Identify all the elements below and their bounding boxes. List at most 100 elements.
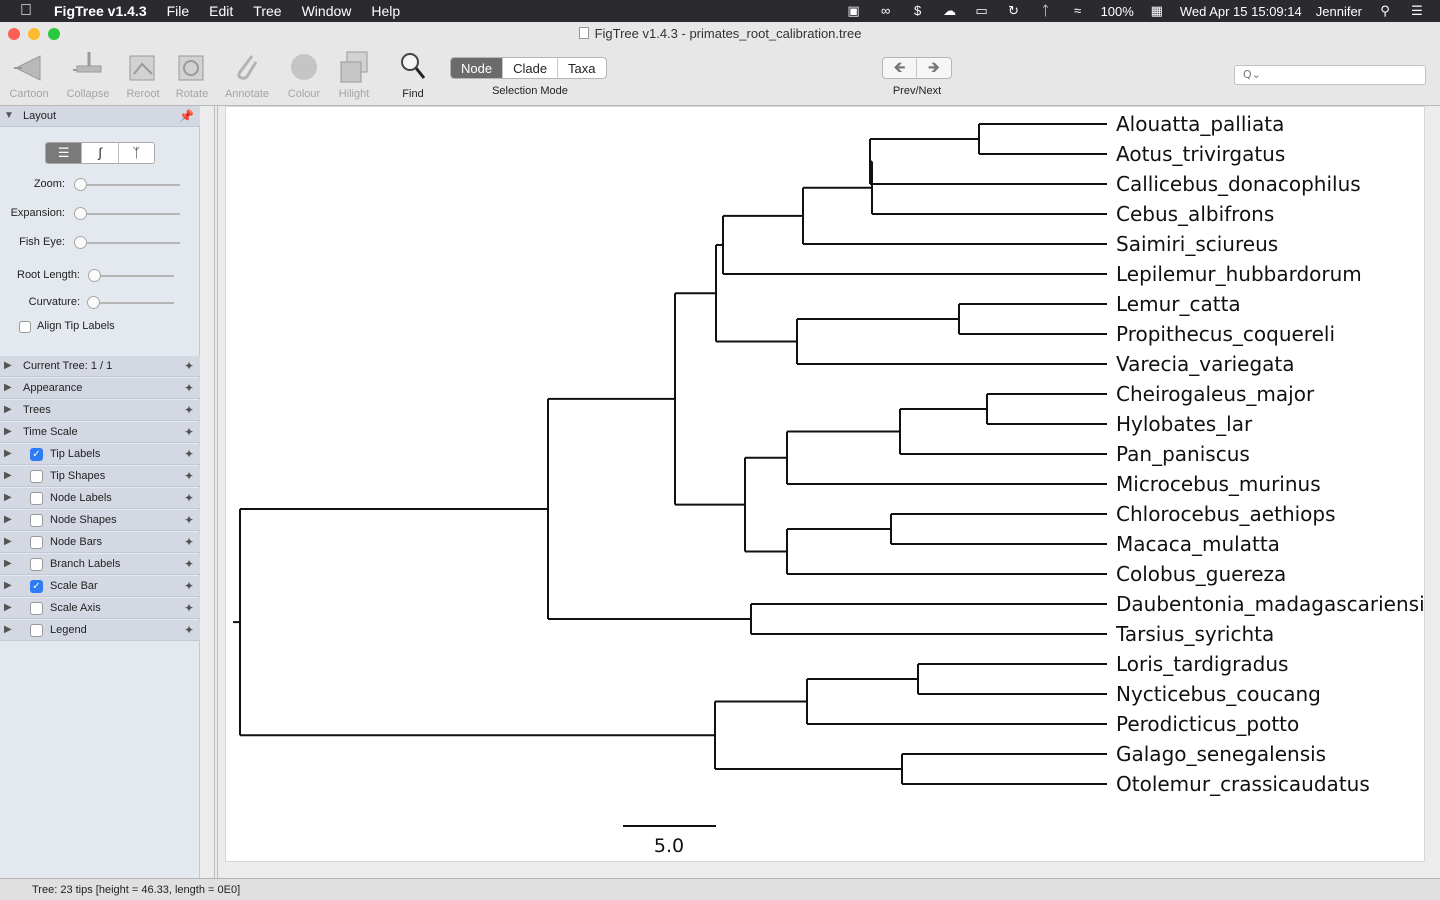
- disclosure-open-icon[interactable]: ▼: [4, 110, 14, 121]
- panel-scale-axis[interactable]: ▶Scale Axis✦: [0, 598, 200, 619]
- phylogenetic-tree[interactable]: Alouatta_palliataAotus_trivirgatusCallic…: [225, 106, 1425, 862]
- branch-labels-checkbox[interactable]: [30, 558, 43, 571]
- root-length-slider-knob[interactable]: [88, 269, 101, 282]
- tip-label[interactable]: Lepilemur_hubbardorum: [1116, 262, 1362, 286]
- menu-file[interactable]: File: [166, 3, 190, 19]
- dollar-icon[interactable]: $: [913, 3, 922, 18]
- tip-labels-checkbox[interactable]: ✓: [30, 448, 43, 461]
- tip-label[interactable]: Callicebus_donacophilus: [1116, 172, 1361, 196]
- window-minimize-button[interactable]: [28, 28, 40, 40]
- rectangular-layout-icon[interactable]: ☰: [46, 143, 82, 163]
- tip-label[interactable]: Macaca_mulatta: [1116, 532, 1280, 556]
- disclosure-closed-icon[interactable]: ▶: [4, 492, 12, 503]
- align-tip-labels-checkbox[interactable]: [19, 321, 31, 333]
- selection-mode-node[interactable]: Node: [451, 58, 503, 78]
- cartoon-button[interactable]: Cartoon: [1, 50, 57, 100]
- radial-layout-icon[interactable]: ᛉ: [117, 143, 154, 163]
- menu-help[interactable]: Help: [371, 3, 401, 19]
- prev-arrow-icon[interactable]: 🡸: [883, 58, 917, 78]
- tip-label[interactable]: Galago_senegalensis: [1116, 742, 1326, 766]
- pin-icon[interactable]: ✦: [183, 381, 194, 395]
- tip-label[interactable]: Saimiri_sciureus: [1116, 232, 1278, 256]
- app-menu[interactable]: FigTree v1.4.3: [54, 3, 147, 19]
- node-shapes-checkbox[interactable]: [30, 514, 43, 527]
- collapse-button[interactable]: Collapse: [60, 50, 116, 100]
- reroot-button[interactable]: Reroot: [115, 50, 171, 100]
- tip-label[interactable]: Nycticebus_coucang: [1116, 682, 1321, 706]
- bluetooth-icon[interactable]: ᛏ: [1041, 3, 1050, 18]
- disclosure-closed-icon[interactable]: ▶: [4, 580, 12, 591]
- rotate-button[interactable]: Rotate: [164, 50, 220, 100]
- window-close-button[interactable]: [8, 28, 20, 40]
- find-button[interactable]: Find: [385, 50, 441, 100]
- expansion-slider-knob[interactable]: [74, 207, 87, 220]
- tip-label[interactable]: Lemur_catta: [1116, 292, 1241, 316]
- tip-label[interactable]: Hylobates_lar: [1116, 412, 1253, 436]
- disclosure-closed-icon[interactable]: ▶: [4, 360, 12, 371]
- tip-label[interactable]: Alouatta_palliata: [1116, 112, 1284, 136]
- creative-cloud-icon[interactable]: ∞: [880, 3, 891, 18]
- disclosure-closed-icon[interactable]: ▶: [4, 514, 12, 525]
- disclosure-closed-icon[interactable]: ▶: [4, 558, 12, 569]
- panel-node-labels[interactable]: ▶Node Labels✦: [0, 488, 200, 509]
- colour-button[interactable]: Colour: [276, 50, 332, 100]
- clock[interactable]: Wed Apr 15 15:09:14: [1179, 3, 1302, 19]
- expansion-slider[interactable]: [80, 213, 180, 215]
- node-labels-checkbox[interactable]: [30, 492, 43, 505]
- panel-branch-labels[interactable]: ▶Branch Labels✦: [0, 554, 200, 575]
- battery-percent[interactable]: 100%: [1100, 3, 1134, 19]
- tip-label[interactable]: Cheirogaleus_major: [1116, 382, 1315, 406]
- disclosure-closed-icon[interactable]: ▶: [4, 382, 12, 393]
- fish-eye-slider[interactable]: [80, 242, 180, 244]
- panel-legend[interactable]: ▶Legend✦: [0, 620, 200, 641]
- panel-trees[interactable]: ▶Trees✦: [0, 400, 200, 421]
- annotate-button[interactable]: Annotate: [219, 50, 275, 100]
- zoom-slider-knob[interactable]: [74, 178, 87, 191]
- tip-label[interactable]: Aotus_trivirgatus: [1116, 142, 1285, 166]
- panel-time-scale[interactable]: ▶Time Scale✦: [0, 422, 200, 443]
- apple-menu-icon[interactable]: : [20, 0, 40, 22]
- disclosure-closed-icon[interactable]: ▶: [4, 448, 12, 459]
- airplay-icon[interactable]: ▭: [975, 3, 988, 18]
- scale-axis-checkbox[interactable]: [30, 602, 43, 615]
- pin-icon[interactable]: ✦: [183, 447, 194, 461]
- next-arrow-icon[interactable]: 🡺: [927, 59, 941, 76]
- cloud-upload-icon[interactable]: ☁: [943, 3, 957, 18]
- tip-label[interactable]: Propithecus_coquereli: [1116, 322, 1335, 346]
- tip-label[interactable]: Microcebus_murinus: [1116, 472, 1321, 496]
- battery-icon[interactable]: ▦: [1150, 3, 1163, 18]
- search-input[interactable]: Q⌄: [1234, 65, 1426, 85]
- tip-shapes-checkbox[interactable]: [30, 470, 43, 483]
- pin-icon[interactable]: ✦: [183, 469, 194, 483]
- menu-edit[interactable]: Edit: [209, 3, 234, 19]
- user-menu[interactable]: Jennifer: [1315, 3, 1362, 19]
- tip-label[interactable]: Perodicticus_potto: [1116, 712, 1299, 736]
- tip-label[interactable]: Otolemur_crassicaudatus: [1116, 772, 1370, 796]
- time-machine-icon[interactable]: ↻: [1008, 3, 1020, 18]
- legend-checkbox[interactable]: [30, 624, 43, 637]
- hilight-button[interactable]: Hilight: [326, 50, 382, 100]
- panel-tip-shapes[interactable]: ▶Tip Shapes✦: [0, 466, 200, 487]
- spotlight-icon[interactable]: ⚲: [1380, 3, 1390, 18]
- disclosure-closed-icon[interactable]: ▶: [4, 470, 12, 481]
- tip-label[interactable]: Daubentonia_madagascariensis: [1116, 592, 1425, 616]
- selection-mode-clade[interactable]: Clade: [502, 58, 557, 78]
- pin-icon[interactable]: ✦: [183, 403, 194, 417]
- selection-mode-taxa[interactable]: Taxa: [557, 58, 605, 78]
- curvature-slider[interactable]: [94, 302, 174, 304]
- disclosure-closed-icon[interactable]: ▶: [4, 624, 12, 635]
- panel-splitter[interactable]: [214, 106, 218, 878]
- window-zoom-button[interactable]: [48, 28, 60, 40]
- wifi-icon[interactable]: ≈: [1074, 3, 1082, 18]
- zoom-icon[interactable]: ▣: [847, 3, 860, 18]
- pin-icon[interactable]: ✦: [183, 425, 194, 439]
- panel-appearance[interactable]: ▶Appearance✦: [0, 378, 200, 399]
- notification-center-icon[interactable]: ☰: [1411, 3, 1423, 18]
- zoom-slider[interactable]: [80, 184, 180, 186]
- pin-icon[interactable]: ✦: [183, 557, 194, 571]
- fish-eye-slider-knob[interactable]: [74, 236, 87, 249]
- tip-label[interactable]: Pan_paniscus: [1116, 442, 1250, 466]
- pin-icon[interactable]: ✦: [183, 579, 194, 593]
- root-length-slider[interactable]: [94, 275, 174, 277]
- pin-icon[interactable]: ✦: [183, 359, 194, 373]
